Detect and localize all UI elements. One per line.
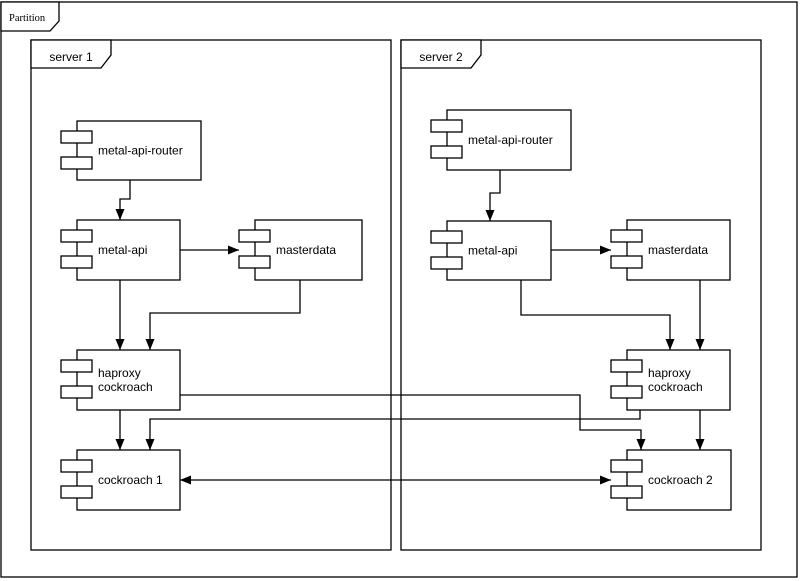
- component-port-icon: [238, 229, 271, 243]
- edge-s2-haproxy-cockroach-to-s1-cockroach-1: [145, 410, 641, 450]
- component-s2-masterdata-label: masterdata: [648, 243, 708, 257]
- component-port-icon: [60, 459, 93, 473]
- group-server1: server 1: [30, 39, 392, 551]
- component-port-icon: [238, 255, 271, 269]
- component-port-icon: [60, 156, 93, 170]
- group-server1-label: server 1: [49, 50, 93, 64]
- component-s1-metal-api-router-label: metal-api-router: [98, 144, 183, 158]
- component-s2-masterdata-body: [626, 219, 731, 281]
- component-s2-metal-api: metal-api: [430, 220, 552, 281]
- component-port-icon: [60, 229, 93, 243]
- component-port-icon: [430, 256, 463, 270]
- component-s2-masterdata: masterdata: [610, 219, 731, 281]
- component-s2-cockroach-2: cockroach 2: [610, 449, 732, 511]
- component-s1-cockroach-1-label: cockroach 1: [98, 473, 163, 487]
- component-s1-haproxy-cockroach-label: haproxy: [98, 366, 141, 380]
- component-s2-cockroach-2-body: [626, 449, 732, 511]
- component-s1-metal-api-label: metal-api: [98, 243, 147, 257]
- component-s1-metal-api-router: metal-api-router: [60, 120, 202, 181]
- component-port-icon: [60, 485, 93, 499]
- component-s1-masterdata-label: masterdata: [276, 243, 336, 257]
- component-port-icon: [430, 119, 463, 133]
- component-s2-haproxy-cockroach-label: haproxy: [648, 366, 691, 380]
- component-s1-metal-api: metal-api: [60, 219, 181, 281]
- component-s1-metal-api-body: [76, 219, 181, 281]
- component-port-icon: [610, 485, 643, 499]
- component-port-icon: [610, 359, 643, 373]
- component-s1-masterdata: masterdata: [238, 219, 363, 281]
- component-s2-cockroach-2-label: cockroach 2: [648, 473, 713, 487]
- component-s1-metal-api-router-body: [76, 120, 202, 181]
- component-port-icon: [610, 229, 643, 243]
- edge-s1-metal-api-router-to-s1-metal-api: [115, 180, 131, 220]
- group-server2-border: [400, 39, 762, 551]
- component-s2-metal-api-router-body: [446, 109, 572, 171]
- component-port-icon: [60, 385, 93, 399]
- component-s2-metal-api-router: metal-api-router: [430, 109, 572, 171]
- component-s1-masterdata-body: [254, 219, 363, 281]
- group-server2-tab: [400, 39, 482, 69]
- group-server1-tab: [30, 39, 112, 69]
- component-s2-haproxy-cockroach-label: cockroach: [648, 380, 703, 394]
- component-port-icon: [60, 255, 93, 269]
- edge-s1-masterdata-to-s1-haproxy-cockroach: [145, 280, 301, 350]
- component-port-icon: [60, 359, 93, 373]
- component-s2-metal-api-router-label: metal-api-router: [468, 133, 553, 147]
- edge-s1-haproxy-cockroach-to-s2-cockroach-2: [180, 394, 646, 450]
- component-port-icon: [430, 230, 463, 244]
- component-s1-cockroach-1: cockroach 1: [60, 449, 181, 511]
- edge-s2-metal-api-router-to-s2-metal-api: [485, 170, 501, 221]
- group-server2-label: server 2: [419, 50, 463, 64]
- component-s1-haproxy-cockroach-label: cockroach: [98, 380, 153, 394]
- component-s1-cockroach-1-body: [76, 449, 181, 511]
- component-s2-haproxy-cockroach-body: [626, 349, 731, 411]
- component-port-icon: [610, 459, 643, 473]
- component-port-icon: [610, 255, 643, 269]
- component-s2-metal-api-body: [446, 220, 552, 281]
- component-port-icon: [60, 130, 93, 144]
- component-s2-metal-api-label: metal-api: [468, 244, 517, 258]
- component-port-icon: [430, 145, 463, 159]
- partition-tab: [0, 1, 60, 32]
- edge-s2-metal-api-to-s2-haproxy-cockroach: [520, 280, 675, 350]
- component-s1-haproxy-cockroach-body: [76, 349, 181, 411]
- group-server1-border: [30, 39, 392, 551]
- partition-label: Partition: [9, 13, 46, 24]
- component-port-icon: [610, 385, 643, 399]
- group-server2: server 2: [400, 39, 762, 551]
